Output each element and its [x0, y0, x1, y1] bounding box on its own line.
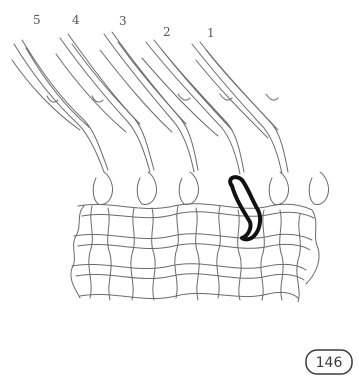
strand-label-3: 3 — [119, 14, 127, 28]
yarn-strand-4 — [56, 34, 154, 172]
strand-label-2: 2 — [163, 25, 171, 39]
knitted-fabric — [71, 204, 319, 302]
strand-label-5: 5 — [33, 13, 41, 27]
page-number-badge: 146 — [306, 350, 352, 374]
needle-loops — [93, 172, 328, 205]
strand-label-4: 4 — [72, 13, 80, 27]
strand-label-1: 1 — [207, 26, 215, 40]
page-number: 146 — [316, 355, 343, 371]
yarn-strand-2 — [142, 40, 244, 174]
